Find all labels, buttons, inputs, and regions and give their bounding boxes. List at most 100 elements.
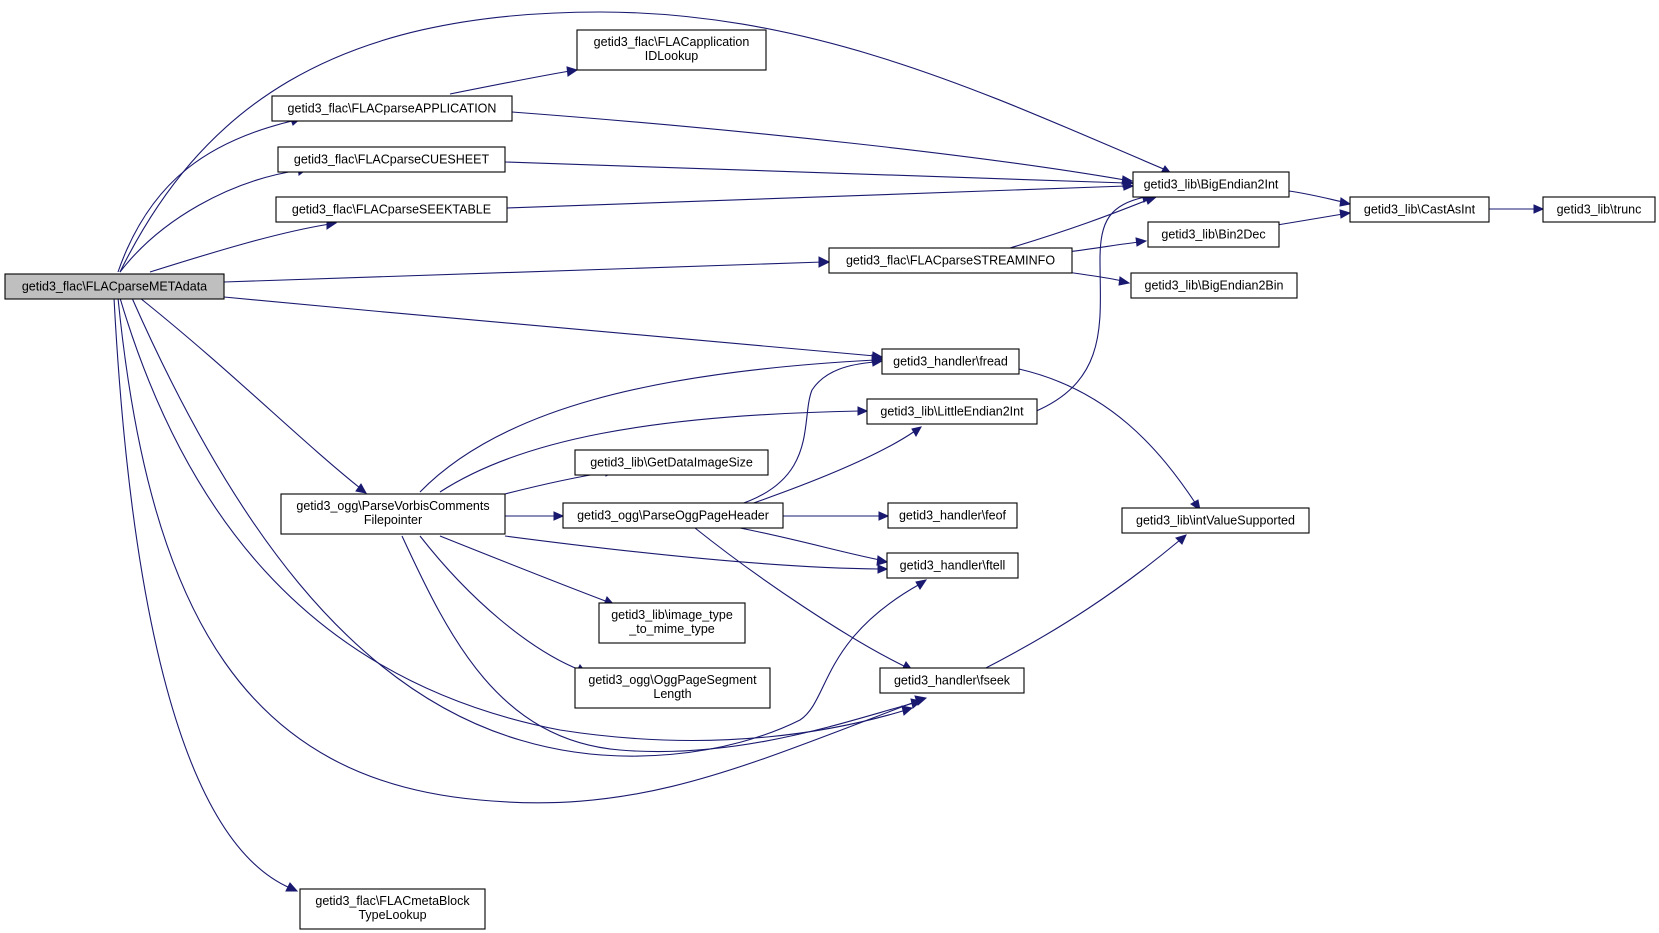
edge-vorbis-fread bbox=[419, 359, 876, 493]
node-imagetypetomimetype[interactable]: getid3_lib\image_type _to_mime_type bbox=[598, 602, 746, 644]
node-label: getid3_lib\BigEndian2Int bbox=[1144, 178, 1279, 192]
arrowhead bbox=[915, 579, 928, 590]
edge-fread-intvaluesupported bbox=[1018, 368, 1197, 505]
node-label: getid3_flac\FLACparseCUESHEET bbox=[294, 153, 490, 167]
edge-oggheader-fseek bbox=[694, 527, 907, 668]
node-intvaluesupported[interactable]: getid3_lib\intValueSupported bbox=[1121, 507, 1310, 534]
arrowhead bbox=[911, 426, 922, 438]
arrowhead bbox=[1339, 209, 1352, 219]
edge-littleendian2int-bigendian2int bbox=[1033, 196, 1146, 413]
node-label: getid3_lib\BigEndian2Bin bbox=[1145, 279, 1284, 293]
edge-streaminfo-bin2dec bbox=[1066, 241, 1141, 253]
edge-root-parse-vorbis bbox=[139, 297, 361, 489]
node-fseek[interactable]: getid3_handler\fseek bbox=[879, 667, 1025, 694]
arrowhead bbox=[901, 705, 914, 716]
arrowhead bbox=[285, 882, 299, 892]
node-fread[interactable]: getid3_handler\fread bbox=[881, 348, 1020, 375]
node-label: getid3_handler\feof bbox=[899, 509, 1007, 523]
edge-streaminfo-bigendian2bin bbox=[1066, 271, 1123, 282]
arrowhead bbox=[1118, 276, 1131, 286]
node-bin2dec[interactable]: getid3_lib\Bin2Dec bbox=[1147, 221, 1280, 248]
arrowhead bbox=[871, 357, 884, 367]
edge-root-ftell bbox=[131, 297, 921, 757]
node-oggpagesegmentlength[interactable]: getid3_ogg\OggPageSegment Length bbox=[574, 667, 771, 709]
node-label: getid3_lib\CastAsInt bbox=[1364, 203, 1476, 217]
node-bigendian2int[interactable]: getid3_lib\BigEndian2Int bbox=[1132, 171, 1290, 198]
node-ftell[interactable]: getid3_handler\ftell bbox=[886, 552, 1019, 579]
node-getdataimagesize[interactable]: getid3_lib\GetDataImageSize bbox=[574, 449, 769, 476]
node-label: getid3_ogg\ParseVorbisComments bbox=[296, 499, 489, 513]
arrowhead bbox=[818, 256, 831, 268]
edge-streaminfo-bigendian2int bbox=[1009, 198, 1151, 249]
node-bigendian2bin[interactable]: getid3_lib\BigEndian2Bin bbox=[1130, 272, 1298, 299]
edge-bin2dec-castasint bbox=[1270, 213, 1344, 227]
node-flacparsestreaminfo[interactable]: getid3_flac\FLACparseSTREAMINFO bbox=[828, 247, 1073, 274]
arrowhead bbox=[553, 511, 565, 521]
edge-root-parse-streaminfo bbox=[223, 261, 824, 283]
node-parseoggpageheader[interactable]: getid3_ogg\ParseOggPageHeader bbox=[562, 502, 784, 529]
edge-vorbis-imagetype bbox=[439, 535, 609, 603]
node-label: Filepointer bbox=[364, 513, 422, 527]
node-label: getid3_handler\fseek bbox=[894, 674, 1011, 688]
edge-seektable-bigendian2int bbox=[506, 185, 1127, 209]
edge-root-fread bbox=[223, 296, 876, 357]
node-label: getid3_flac\FLACparseMETAdata bbox=[22, 280, 207, 294]
arrowhead bbox=[1533, 204, 1545, 214]
arrowhead bbox=[1122, 181, 1135, 191]
arrowhead bbox=[1135, 237, 1148, 247]
node-label: _to_mime_type bbox=[628, 622, 715, 636]
edge-root-fseek-a bbox=[119, 297, 907, 742]
node-label: getid3_lib\image_type bbox=[611, 608, 733, 622]
node-flacparsecuesheet[interactable]: getid3_flac\FLACparseCUESHEET bbox=[277, 146, 506, 173]
arrowhead bbox=[878, 511, 890, 521]
arrowhead bbox=[355, 483, 367, 494]
node-flacparsemetadata[interactable]: getid3_flac\FLACparseMETAdata bbox=[4, 273, 225, 300]
node-label: getid3_lib\intValueSupported bbox=[1136, 514, 1295, 528]
node-flacmetablocktypelookup[interactable]: getid3_flac\FLACmetaBlock TypeLookup bbox=[299, 888, 486, 930]
edge-fseek-intvaluesupported bbox=[981, 539, 1181, 671]
node-label: getid3_lib\Bin2Dec bbox=[1161, 228, 1265, 242]
node-label: getid3_lib\LittleEndian2Int bbox=[880, 405, 1024, 419]
edge-cuesheet-bigendian2int bbox=[504, 161, 1127, 184]
node-castasint[interactable]: getid3_lib\CastAsInt bbox=[1349, 196, 1490, 223]
edge-root-bigendian2int bbox=[119, 11, 1167, 273]
node-label: TypeLookup bbox=[358, 908, 426, 922]
arrowhead bbox=[857, 406, 869, 416]
node-flacparseseektable[interactable]: getid3_flac\FLACparseSEEKTABLE bbox=[275, 196, 508, 223]
node-label: getid3_flac\FLACparseSEEKTABLE bbox=[292, 203, 491, 217]
node-label: getid3_flac\FLACparseSTREAMINFO bbox=[846, 254, 1055, 268]
edge-bigendian2int-castasint bbox=[1288, 190, 1344, 203]
arrowhead bbox=[566, 66, 579, 77]
node-label: getid3_handler\ftell bbox=[900, 559, 1006, 573]
edge-oggheader-ftell bbox=[739, 527, 881, 561]
node-littleendian2int[interactable]: getid3_lib\LittleEndian2Int bbox=[866, 398, 1038, 425]
node-label: Length bbox=[653, 687, 691, 701]
node-parsevorbiscommentsfilepointer[interactable]: getid3_ogg\ParseVorbisComments Filepoint… bbox=[280, 493, 506, 535]
arrowhead bbox=[876, 555, 889, 566]
edge-oggheader-littleendian2int bbox=[744, 430, 916, 507]
node-flacparseapplication[interactable]: getid3_flac\FLACparseAPPLICATION bbox=[271, 95, 513, 122]
node-flacapplicationidlookup[interactable]: getid3_flac\FLACapplication IDLookup bbox=[576, 29, 767, 71]
edges-layer bbox=[113, 11, 1545, 892]
arrowhead bbox=[1175, 534, 1187, 545]
arrowhead bbox=[877, 564, 889, 574]
arrowhead bbox=[910, 698, 923, 709]
node-label: getid3_ogg\ParseOggPageHeader bbox=[577, 509, 769, 523]
edge-root-parse-application bbox=[117, 119, 297, 273]
node-feof[interactable]: getid3_handler\feof bbox=[887, 502, 1018, 529]
node-trunc[interactable]: getid3_lib\trunc bbox=[1542, 196, 1656, 223]
edge-root-parse-cuesheet bbox=[119, 169, 302, 273]
node-label: getid3_lib\GetDataImageSize bbox=[590, 456, 753, 470]
node-label: getid3_flac\FLACapplication bbox=[594, 35, 750, 49]
edge-vorbis-oggpagesegment bbox=[419, 535, 581, 671]
edge-oggheader-fread bbox=[734, 361, 876, 507]
edge-root-parse-seektable bbox=[149, 223, 331, 273]
edge-root-fseek-b bbox=[117, 297, 921, 804]
arrowhead bbox=[1339, 197, 1352, 207]
edge-vorbis-ftell bbox=[504, 535, 881, 570]
nodes-layer: getid3_flac\FLACparseMETAdata getid3_fla… bbox=[4, 29, 1656, 930]
node-label: IDLookup bbox=[645, 49, 699, 63]
edge-application-appid bbox=[449, 70, 571, 95]
edge-vorbis-fseek bbox=[401, 535, 915, 753]
